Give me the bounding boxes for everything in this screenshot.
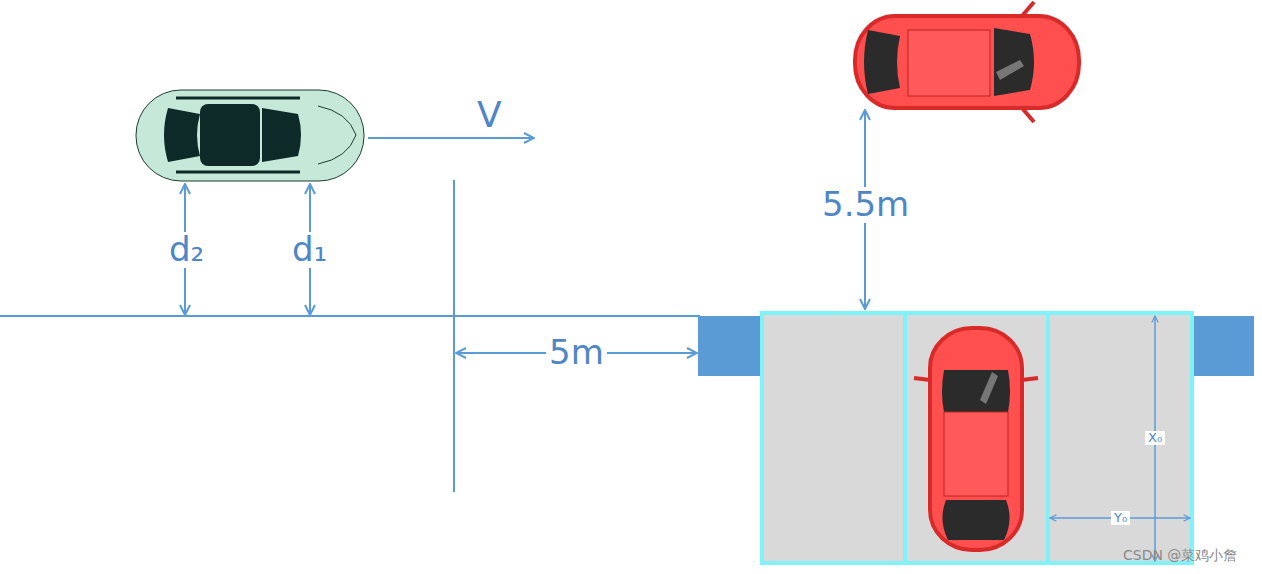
dimension-label: d₁ — [289, 232, 330, 268]
dimension-label: Y₀ — [1111, 511, 1130, 525]
watermark: CSDN @菜鸡小詹 — [1120, 548, 1240, 563]
dimension-label: 5.5m — [819, 187, 912, 223]
dimension-label: X₀ — [1145, 431, 1165, 445]
curb-block — [1192, 316, 1254, 376]
dimension-label: 5m — [546, 335, 607, 371]
parking-slots — [762, 313, 1192, 563]
dimension-label: d₂ — [166, 232, 207, 268]
parked-car-top — [855, 2, 1079, 122]
reference-line — [453, 180, 455, 492]
parked-car-slot — [914, 328, 1038, 550]
ego-car — [136, 90, 364, 181]
road-edge — [0, 315, 700, 317]
velocity-label: V — [474, 96, 505, 134]
velocity-arrow — [368, 137, 534, 139]
curb-block — [698, 316, 762, 376]
